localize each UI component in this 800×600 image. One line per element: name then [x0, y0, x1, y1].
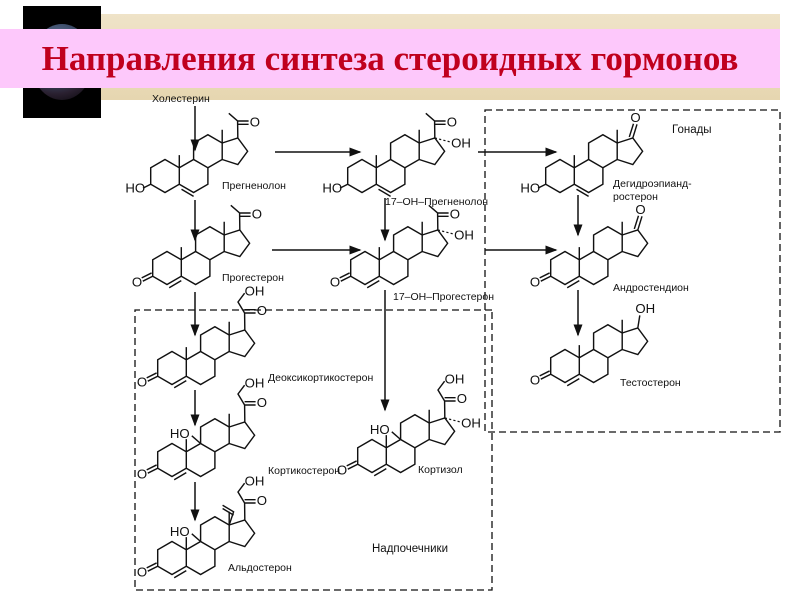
- svg-text:HO: HO: [170, 426, 190, 441]
- svg-text:O: O: [530, 373, 540, 388]
- aldosterone-label: Альдостерон: [228, 562, 292, 574]
- dhea-label-line1: Дегидроэпианд-: [613, 178, 692, 190]
- cortisol-structure: O O OH HO OH: [337, 371, 481, 477]
- svg-text:O: O: [132, 275, 142, 290]
- androstenedione-label: Андростендион: [613, 282, 689, 294]
- 17-oh-progesterone-label: 17–OH–Прогестерон: [393, 291, 494, 303]
- svg-text:OH: OH: [445, 371, 465, 386]
- svg-text:O: O: [635, 202, 645, 217]
- adrenals-label: Надпочечники: [372, 543, 448, 555]
- progesterone-label: Прогестерон: [222, 272, 284, 284]
- svg-text:OH: OH: [245, 375, 265, 390]
- progesterone-structure: OO: [132, 204, 262, 290]
- svg-text:O: O: [250, 115, 260, 130]
- 17-oh-progesterone-structure: O O OH: [330, 204, 474, 290]
- corticosterone-structure: O O OH HO: [137, 375, 267, 481]
- svg-text:O: O: [447, 115, 457, 130]
- svg-text:O: O: [257, 303, 267, 318]
- svg-text:O: O: [450, 207, 460, 222]
- svg-text:O: O: [257, 493, 267, 508]
- deoxycorticosterone-structure: O O OH: [137, 283, 267, 389]
- svg-text:OH: OH: [461, 415, 481, 430]
- svg-text:OH: OH: [245, 283, 265, 298]
- cortisol-label: Кортизол: [418, 464, 463, 476]
- title-band: [0, 29, 780, 88]
- aldosterone-structure: O O OH HO: [137, 473, 267, 579]
- dhea-structure: HO O: [520, 110, 644, 198]
- svg-text:O: O: [630, 110, 640, 125]
- svg-text:OH: OH: [245, 473, 265, 488]
- svg-text:O: O: [257, 395, 267, 410]
- pregnenolone-structure: HO O: [125, 112, 260, 198]
- svg-text:HO: HO: [125, 181, 145, 196]
- dhea-label-line2: ростерон: [613, 191, 658, 203]
- svg-text:O: O: [252, 207, 262, 222]
- androstenedione-structure: OO: [530, 202, 649, 290]
- svg-text:O: O: [137, 467, 147, 482]
- 17-oh-pregnenolone-structure: HO O OH: [322, 112, 471, 198]
- svg-text:OH: OH: [635, 301, 655, 316]
- corticosterone-label: Кортикостерон: [268, 465, 340, 477]
- svg-text:O: O: [330, 275, 340, 290]
- svg-text:O: O: [530, 275, 540, 290]
- gonads-region-box: [484, 109, 781, 433]
- 17-oh-pregnenolone-label: 17–OH–Прегненолон: [385, 196, 488, 208]
- svg-text:HO: HO: [520, 181, 540, 196]
- gonads-label: Гонады: [672, 124, 712, 136]
- svg-text:HO: HO: [322, 181, 342, 196]
- svg-text:OH: OH: [451, 135, 471, 150]
- svg-text:O: O: [337, 463, 347, 478]
- slide-title: Направления синтеза стероидных гормонов: [41, 39, 739, 78]
- testosterone-structure: O OH: [530, 301, 655, 388]
- svg-text:O: O: [457, 391, 467, 406]
- svg-text:HO: HO: [370, 422, 390, 437]
- cholesterol-label: Холестерин: [152, 93, 210, 105]
- svg-text:O: O: [137, 565, 147, 580]
- svg-text:OH: OH: [454, 227, 474, 242]
- pregnenolone-label: Прегненолон: [222, 180, 286, 192]
- svg-text:O: O: [137, 375, 147, 390]
- deoxycorticosterone-label: Деоксикортикостерон: [268, 372, 373, 384]
- testosterone-label: Тестостерон: [620, 377, 681, 389]
- svg-text:HO: HO: [170, 524, 190, 539]
